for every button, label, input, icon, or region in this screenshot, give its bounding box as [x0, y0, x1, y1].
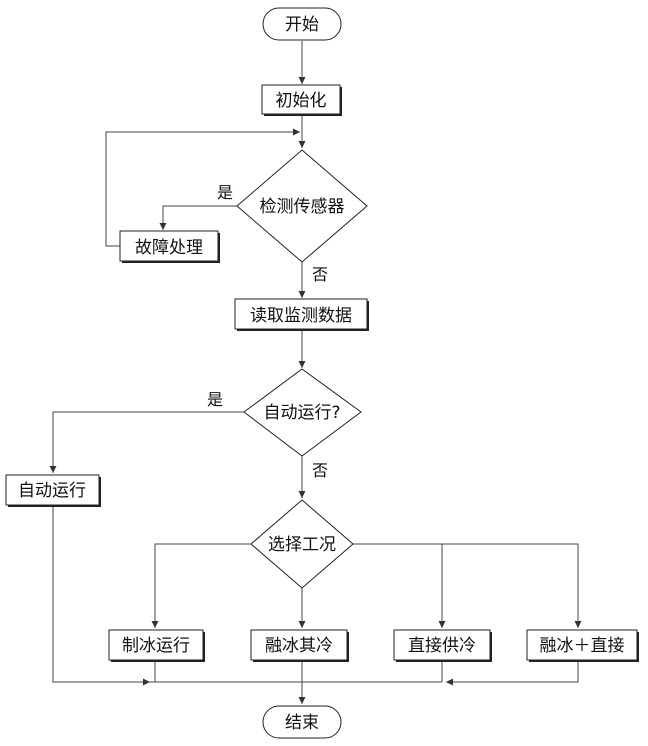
auto-run-label: 自动运行: [18, 481, 86, 501]
read-data-label: 读取监测数据: [250, 306, 352, 326]
start-label: 开始: [285, 15, 319, 35]
fault-label: 故障处理: [135, 238, 203, 258]
edge-sensor-fault: [159, 205, 237, 230]
ice-melt-cool-node: 融冰其冷: [250, 629, 349, 662]
init-node: 初始化: [261, 84, 342, 116]
auto-run-decision-label: 自动运行?: [263, 403, 340, 423]
ice-making-node: 制冰运行: [108, 629, 205, 662]
ice-making-label: 制冰运行: [122, 636, 190, 656]
auto-run-node: 自动运行: [5, 474, 101, 507]
edge-select-right: [353, 543, 582, 628]
check-sensor-label: 检测传感器: [260, 197, 345, 217]
direct-cool-label: 直接供冷: [408, 636, 476, 656]
edge-bus-right: [446, 662, 579, 686]
start-node: 开始: [262, 7, 342, 41]
ice-melt-cool-label: 融冰其冷: [265, 636, 333, 656]
edge-select-left: [151, 543, 251, 628]
edge-fault-loop: [105, 128, 300, 247]
select-mode-node: 选择工况: [250, 499, 354, 589]
edge-auto-yes: [49, 411, 244, 473]
direct-cool-node: 直接供冷: [393, 629, 492, 662]
auto-yes-label: 是: [207, 390, 223, 409]
sensor-no-label: 否: [312, 265, 328, 284]
end-label: 结束: [285, 713, 319, 733]
init-label: 初始化: [276, 91, 327, 111]
ice-melt-direct-node: 融冰＋直接: [526, 629, 639, 662]
end-node: 结束: [262, 705, 342, 739]
check-sensor-node: 检测传感器: [236, 149, 368, 263]
edge-autorun-end: [52, 505, 150, 686]
connectors: [49, 41, 582, 704]
sensor-yes-label: 是: [217, 183, 233, 202]
auto-run-decision-node: 自动运行?: [243, 368, 362, 457]
ice-melt-direct-label: 融冰＋直接: [540, 636, 625, 656]
select-mode-label: 选择工况: [268, 535, 336, 555]
fault-node: 故障处理: [119, 230, 220, 263]
auto-no-label: 否: [312, 461, 328, 480]
read-data-node: 读取监测数据: [234, 298, 369, 331]
